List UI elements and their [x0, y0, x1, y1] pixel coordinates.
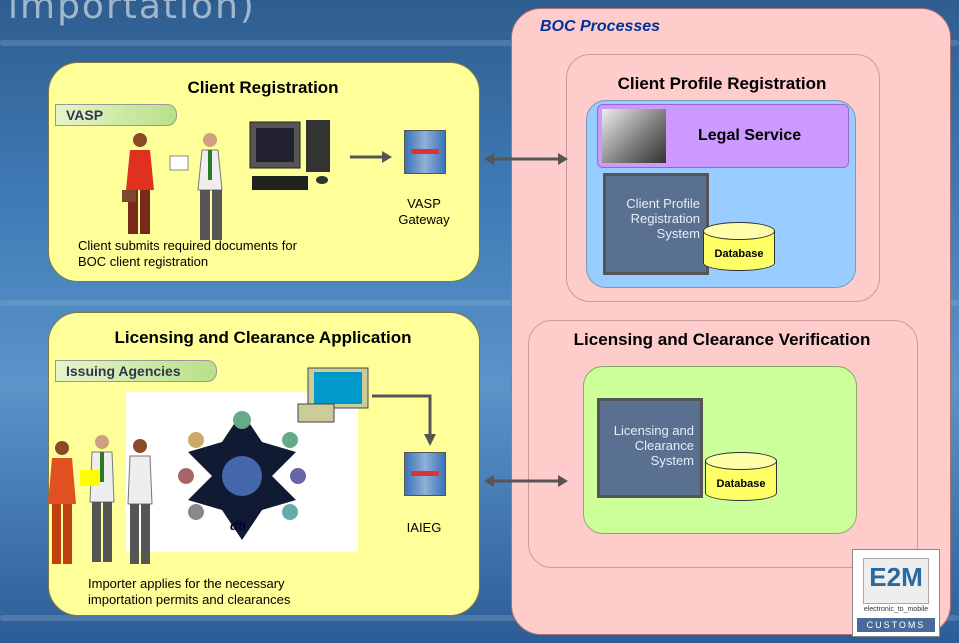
database-icon: Database	[703, 222, 775, 280]
licensing-application-title: Licensing and Clearance Application	[114, 328, 412, 347]
legal-photo	[602, 109, 666, 163]
bg-stripe	[0, 40, 959, 46]
computer-icon	[249, 120, 330, 190]
e2m-logo: E2M electronic_to_mobile CUSTOMS	[852, 549, 940, 637]
people-exchange-icon	[122, 133, 223, 240]
licensing-verification-title: Licensing and Clearance Verification	[573, 330, 871, 349]
slide-title: importation)	[8, 0, 256, 27]
dti-label: dti	[230, 518, 246, 533]
arrow-to-vasp-gateway	[350, 151, 392, 163]
arrow-vasp-to-profile	[484, 153, 568, 165]
vasp-gateway-line1: VASP	[407, 196, 441, 211]
bg-stripe	[0, 615, 959, 621]
boc-processes-title: BOC Processes	[540, 18, 661, 35]
profile-system-line3: System	[656, 226, 700, 241]
database-label: Database	[716, 478, 766, 490]
iaieg-label: IAIEG	[406, 520, 442, 535]
monitor-icon	[297, 367, 369, 423]
licensing-system-line3: System	[650, 453, 694, 468]
client-registration-title: Client Registration	[187, 78, 339, 97]
profile-system-screen: Client Profile Registration System	[603, 173, 709, 275]
agencies-star-icon	[178, 411, 306, 540]
licensing-system-screen: Licensing and Clearance System	[597, 398, 703, 498]
vasp-gateway-line2: Gateway	[398, 212, 450, 227]
licensing-verification-section	[528, 320, 918, 568]
profile-system-line1: Client Profile	[626, 196, 700, 211]
e2m-brand: E2M	[869, 562, 923, 592]
profile-title: Client Profile Registration	[617, 74, 827, 93]
legal-service-label: Legal Service	[698, 127, 802, 144]
importers-icon	[48, 435, 153, 564]
vasp-tag: VASP	[55, 104, 177, 126]
database-label: Database	[714, 248, 764, 260]
agencies-diagram: dti	[126, 392, 358, 552]
issuing-agencies-tag: Issuing Agencies	[55, 360, 217, 382]
client-registration-caption-line2: BOC client registration	[78, 254, 209, 269]
bg-stripe	[0, 300, 959, 306]
database-icon: Database	[705, 452, 777, 510]
licensing-caption-line2: importation permits and clearances	[88, 592, 291, 607]
licensing-system-line1: Licensing and	[613, 423, 694, 438]
arrow-iaieg-to-verification	[484, 475, 568, 487]
profile-section	[566, 54, 880, 302]
profile-system-line2: Registration	[630, 211, 700, 226]
vasp-gateway-icon	[404, 130, 446, 174]
iaieg-gateway-icon	[404, 452, 446, 496]
licensing-system-line2: Clearance	[634, 438, 694, 453]
licensing-caption-line1: Importer applies for the necessary	[88, 576, 285, 591]
client-registration-caption-line1: Client submits required documents for	[78, 238, 297, 253]
e2m-tagline: electronic_to_mobile	[863, 606, 929, 613]
e2m-sub: CUSTOMS	[857, 618, 935, 632]
legal-service-box: Legal Service	[597, 104, 849, 168]
arrow-to-iaieg	[372, 394, 436, 446]
